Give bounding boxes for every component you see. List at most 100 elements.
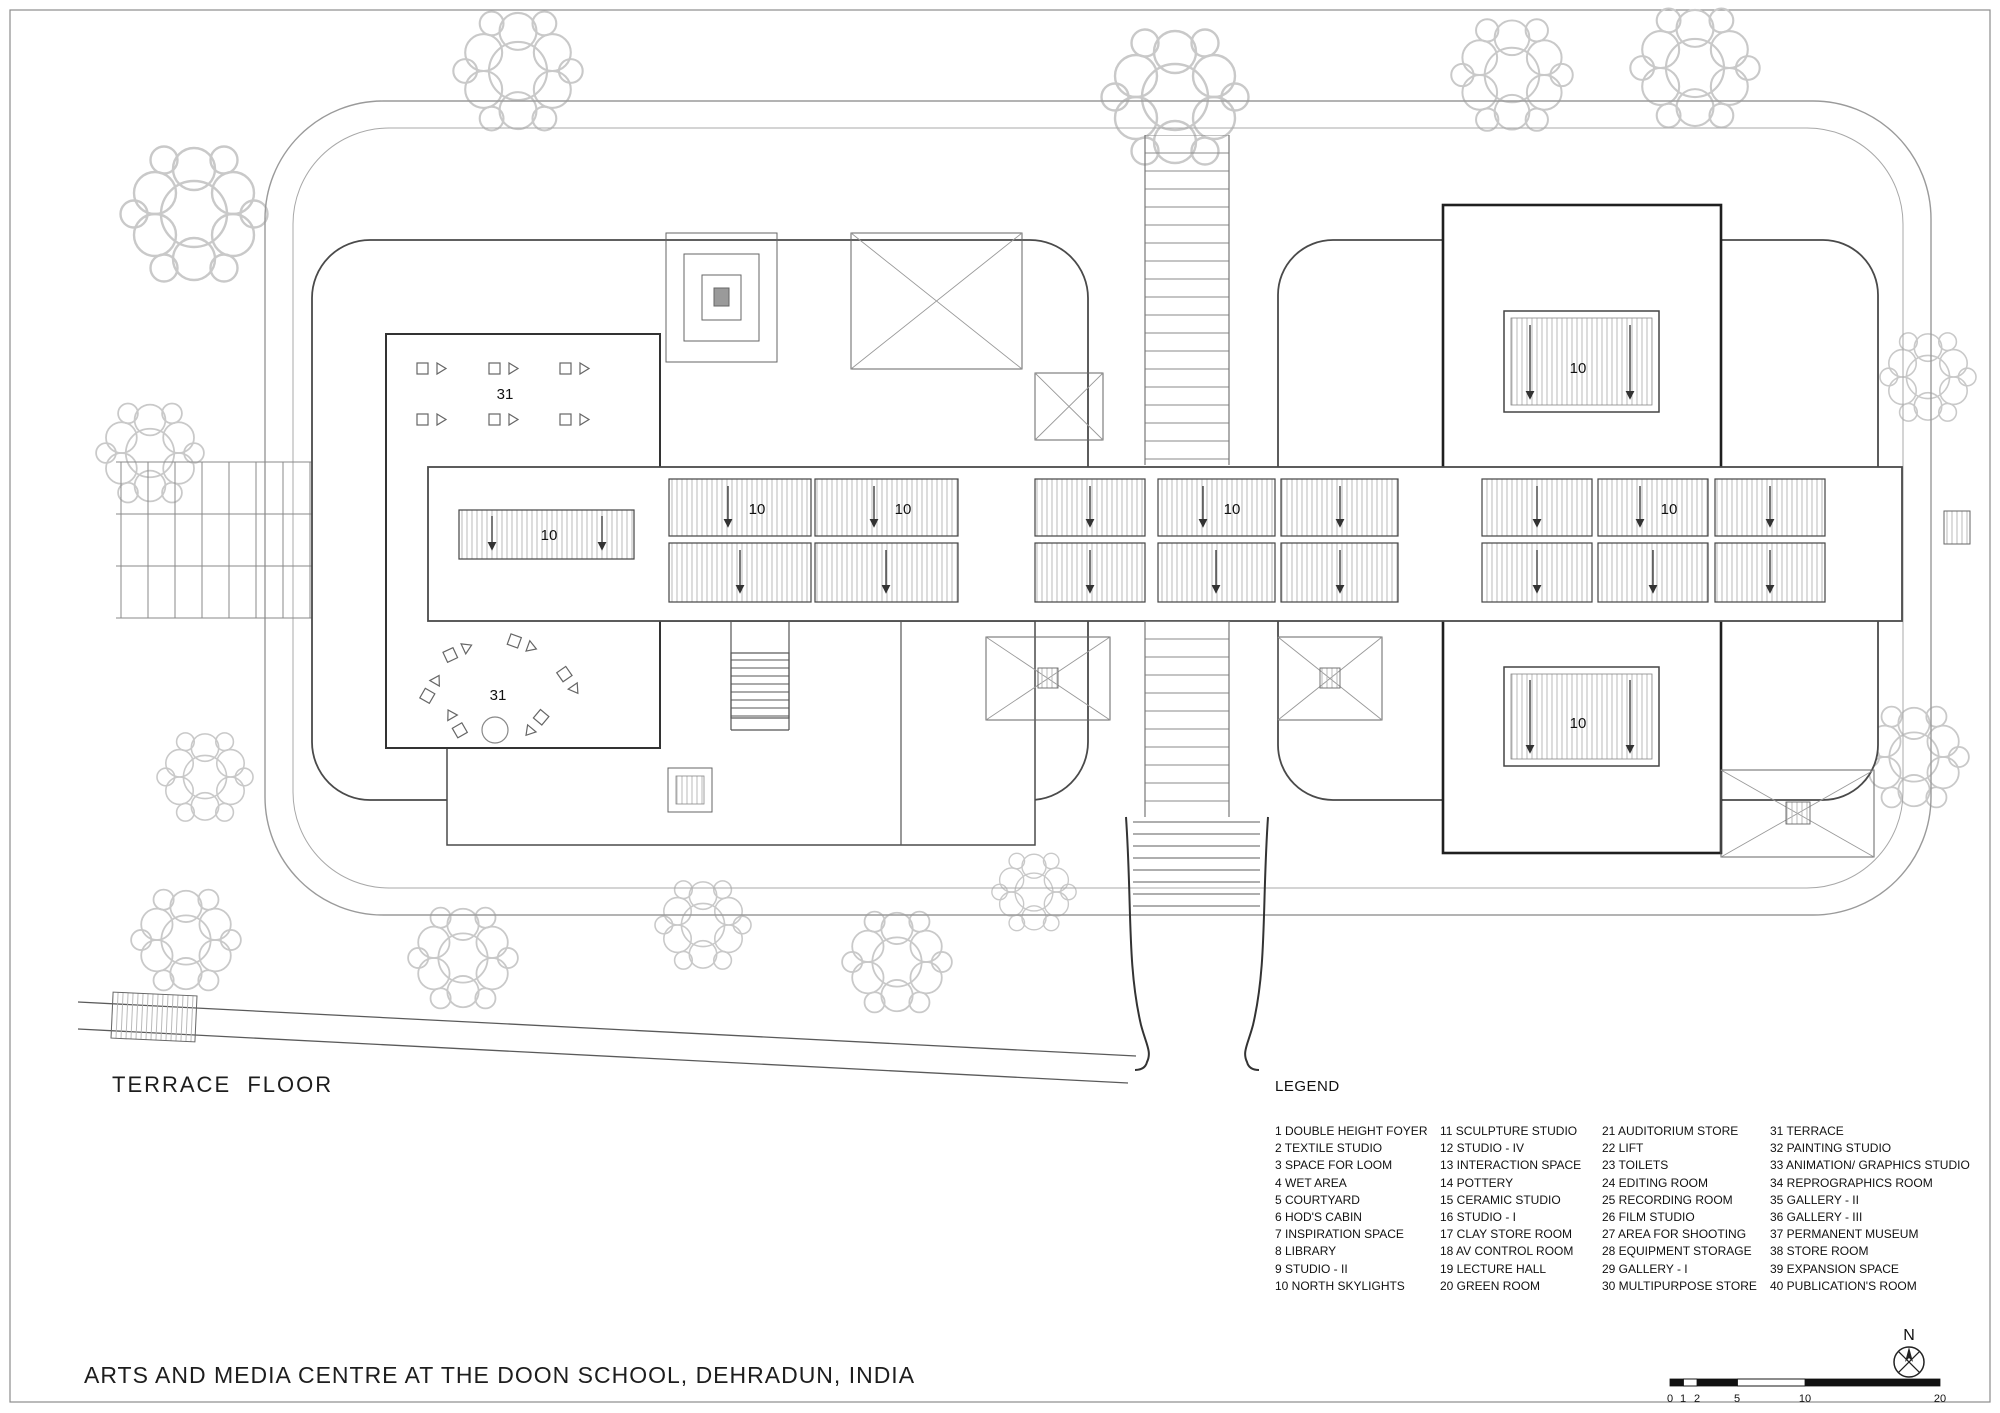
skylight-box-top: 10: [1503, 310, 1660, 413]
central-pergola: [1144, 135, 1230, 817]
skylight-cell: [1034, 542, 1146, 603]
legend-item: 25 RECORDING ROOM: [1602, 1192, 1733, 1207]
courtyard-wells: [665, 232, 1971, 858]
legend-item: 1 DOUBLE HEIGHT FOYER: [1275, 1124, 1428, 1138]
terrace-furniture: 31 31: [416, 362, 590, 744]
legend-column: 21 AUDITORIUM STORE 22 LIFT 23 TOILETS 2…: [1602, 1123, 1770, 1295]
scale-bar: 0 1 2 5 10 20: [1667, 1378, 1946, 1405]
skylight-cell: 10: [668, 478, 812, 537]
legend-item: 23 TOILETS: [1602, 1158, 1669, 1173]
staircase: [730, 652, 790, 719]
legend-item: 18 AV CONTROL ROOM: [1440, 1244, 1574, 1259]
main-entrance: [1125, 816, 1269, 1071]
courtyard-cross-bottom-right: [1720, 769, 1875, 858]
legend-item: 38 STORE ROOM: [1770, 1244, 1869, 1259]
skylight-cell: [1280, 478, 1399, 537]
skylight-wide: 10: [458, 509, 635, 560]
access-road: [77, 991, 1137, 1084]
skylight-cell: [1280, 542, 1399, 603]
pyramid-skylight: [665, 232, 778, 363]
entrance-wall-right: [1244, 816, 1269, 1071]
legend-item: 31 TERRACE: [1770, 1124, 1844, 1138]
legend-item: 14 POTTERY: [1440, 1175, 1514, 1190]
entrance-wall-left: [1125, 816, 1150, 1071]
courtyard-cross-mid-2: [1277, 636, 1383, 721]
legend-item: 11 SCULPTURE STUDIO: [1440, 1124, 1578, 1138]
legend-item: 17 CLAY STORE ROOM: [1440, 1227, 1573, 1242]
terrace-number-label: 31: [497, 386, 514, 403]
skylight-cell: [1597, 542, 1709, 603]
east-edge-skylight: [1943, 510, 1971, 545]
legend-item: 12 STUDIO - IV: [1440, 1141, 1525, 1156]
skylight-cell: [1714, 478, 1826, 537]
project-title: ARTS AND MEDIA CENTRE AT THE DOON SCHOOL…: [84, 1362, 916, 1388]
legend-column: 1 DOUBLE HEIGHT FOYER 2 TEXTILE STUDIO 3…: [1275, 1123, 1440, 1295]
skylight-number-label: 10: [1661, 501, 1678, 518]
legend-heading: LEGEND: [1275, 1078, 1340, 1095]
skylight-cell: 10: [1597, 478, 1709, 537]
legend-item: 15 CERAMIC STUDIO: [1440, 1192, 1561, 1207]
legend-item: 29 GALLERY - I: [1602, 1261, 1688, 1276]
legend-item: 39 EXPANSION SPACE: [1770, 1261, 1899, 1276]
skylight-number-label: 10: [541, 527, 558, 544]
scale-tick-label: 2: [1694, 1393, 1700, 1405]
legend-item: 3 SPACE FOR LOOM: [1275, 1158, 1393, 1173]
skylight-cell: [1481, 478, 1593, 537]
legend-item: 8 LIBRARY: [1275, 1244, 1337, 1259]
skylight-cell: [668, 542, 812, 603]
west-walkway-bridge: [116, 461, 318, 619]
legend-item: 35 GALLERY - II: [1770, 1192, 1859, 1207]
courtyard-cross-mid-1: [985, 636, 1111, 721]
legend-item: 7 INSPIRATION SPACE: [1275, 1227, 1404, 1242]
north-label: N: [1903, 1327, 1915, 1344]
legend-item: 26 FILM STUDIO: [1602, 1210, 1695, 1225]
small-skylight-box: [667, 767, 713, 813]
skylight-number-label: 10: [895, 501, 912, 518]
legend-item: 4 WET AREA: [1275, 1175, 1347, 1190]
skylight-cell: [1714, 542, 1826, 603]
legend-item: 22 LIFT: [1602, 1141, 1644, 1156]
legend-item: 6 HOD'S CABIN: [1275, 1210, 1362, 1225]
scale-tick-label: 1: [1680, 1393, 1686, 1405]
legend-item: 28 EQUIPMENT STORAGE: [1602, 1244, 1752, 1259]
spine-skylights: 10 10 10 10: [458, 478, 1826, 603]
legend-item: 13 INTERACTION SPACE: [1440, 1158, 1582, 1173]
north-arrow-icon: N: [1893, 1327, 1925, 1378]
legend-item: 27 AREA FOR SHOOTING: [1602, 1227, 1747, 1242]
legend-item: 5 COURTYARD: [1275, 1192, 1360, 1207]
legend-item: 40 PUBLICATION'S ROOM: [1770, 1278, 1917, 1293]
legend-item: 37 PERMANENT MUSEUM: [1770, 1227, 1919, 1242]
courtyard-cross-top: [850, 232, 1023, 370]
legend-item: 2 TEXTILE STUDIO: [1275, 1141, 1383, 1156]
legend-item: 9 STUDIO - II: [1275, 1261, 1348, 1276]
skylight-cell: 10: [814, 478, 959, 537]
skylight-box-bottom: 10: [1503, 666, 1660, 767]
skylight-cell: [814, 542, 959, 603]
courtyard-cross-small: [1034, 372, 1104, 441]
legend: LEGEND 1 DOUBLE HEIGHT FOYER 2 TEXTILE S…: [1275, 1078, 1975, 1295]
skylight-cell: [1034, 478, 1146, 537]
floor-title: TERRACE FLOOR: [112, 1072, 334, 1097]
legend-item: 21 AUDITORIUM STORE: [1602, 1124, 1739, 1138]
legend-item: 34 REPROGRAPHICS ROOM: [1770, 1175, 1933, 1190]
entrance-steps: [1133, 820, 1260, 908]
legend-item: 10 NORTH SKYLIGHTS: [1275, 1278, 1405, 1293]
legend-item: 24 EDITING ROOM: [1602, 1175, 1709, 1190]
legend-item: 32 PAINTING STUDIO: [1770, 1141, 1892, 1156]
legend-column: 31 TERRACE 32 PAINTING STUDIO 33 ANIMATI…: [1770, 1123, 1970, 1295]
skylight-cell: [1481, 542, 1593, 603]
scale-tick-label: 0: [1667, 1393, 1673, 1405]
legend-item: 19 LECTURE HALL: [1440, 1261, 1547, 1276]
road-crossing-hatch: [110, 991, 198, 1043]
skylight-cell: [1157, 542, 1276, 603]
sheet-border: [9, 9, 1991, 1403]
skylight-number-label: 10: [1570, 360, 1587, 377]
legend-item: 30 MULTIPURPOSE STORE: [1602, 1278, 1757, 1293]
legend-item: 36 GALLERY - III: [1770, 1210, 1863, 1225]
skylight-cell: 10: [1157, 478, 1276, 537]
skylight-number-label: 10: [1224, 501, 1241, 518]
scale-tick-label: 5: [1734, 1393, 1740, 1405]
right-wing-skylights: 10 10: [1503, 310, 1660, 767]
